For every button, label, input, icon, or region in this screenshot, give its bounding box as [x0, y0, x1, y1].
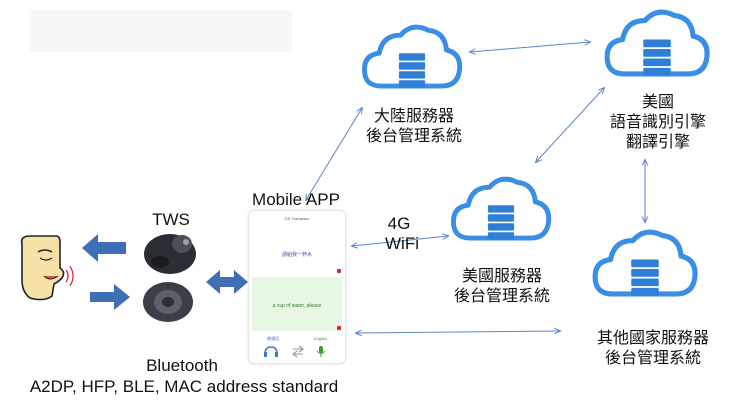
speaker-icon-target — [337, 326, 341, 330]
translation-band — [252, 277, 342, 331]
speaker-icon-source — [337, 269, 341, 273]
mainland-server-label: 大陸服務器 — [373, 106, 454, 125]
block-arrow-to-person — [82, 234, 126, 262]
bluetooth-label: Bluetooth — [146, 356, 218, 375]
cloud-server-icon-us-server — [453, 179, 548, 240]
language-left: 普通话 — [267, 336, 279, 341]
earbud-image-bottom — [143, 282, 193, 322]
block-arrow-earbud-phone — [206, 270, 248, 294]
swap-icon — [292, 345, 304, 358]
phone-bottom-icons — [264, 345, 326, 358]
cloud-server-icon-mainland — [364, 27, 459, 88]
other-server-sublabel: 後台管理系統 — [604, 348, 701, 367]
translated-text: a cup of water, please — [272, 303, 322, 309]
source-text: 請給我一杯水 — [281, 252, 312, 258]
app-title: DS Translator — [284, 216, 310, 221]
us-server-label: 美國服務器 — [461, 266, 542, 285]
cloud-server-icon-us-engine — [607, 12, 707, 76]
headphone-icon — [264, 346, 278, 357]
link-app-us-server — [352, 236, 448, 246]
language-right: English — [313, 336, 327, 341]
block-arrow-from-person — [90, 284, 130, 310]
earbud-image-top — [144, 234, 196, 274]
link-mainland-us-engine — [470, 42, 590, 52]
us-server-sublabel: 後台管理系統 — [453, 286, 550, 305]
us-engine-translate-label: 翻譯引擎 — [625, 132, 690, 151]
us-engine-asr-label: 語音識別引擎 — [609, 112, 706, 131]
bluetooth-standards-label: A2DP, HFP, BLE, MAC address standard — [29, 377, 339, 396]
net-label-4g: 4G — [387, 214, 411, 233]
link-app-mainland — [306, 108, 362, 200]
cloud-server-icon-other — [595, 232, 695, 296]
other-server-label: 其他國家服務器 — [596, 328, 709, 347]
us-engine-label: 美國 — [641, 92, 674, 111]
microphone-icon — [316, 346, 326, 357]
net-label-wifi: WiFi — [385, 234, 419, 253]
person-face-icon — [20, 235, 74, 301]
mainland-server-sublabel: 後台管理系統 — [365, 126, 462, 145]
mobile-app-screenshot: DS Translator 請給我一杯水 a cup of water, ple… — [248, 210, 346, 364]
link-app-other — [356, 331, 560, 333]
tws-label: TWS — [152, 210, 190, 229]
faint-header-band — [30, 10, 292, 52]
mobile-app-label: Mobile APP — [252, 190, 340, 209]
link-us-server-us-engine — [536, 88, 604, 162]
